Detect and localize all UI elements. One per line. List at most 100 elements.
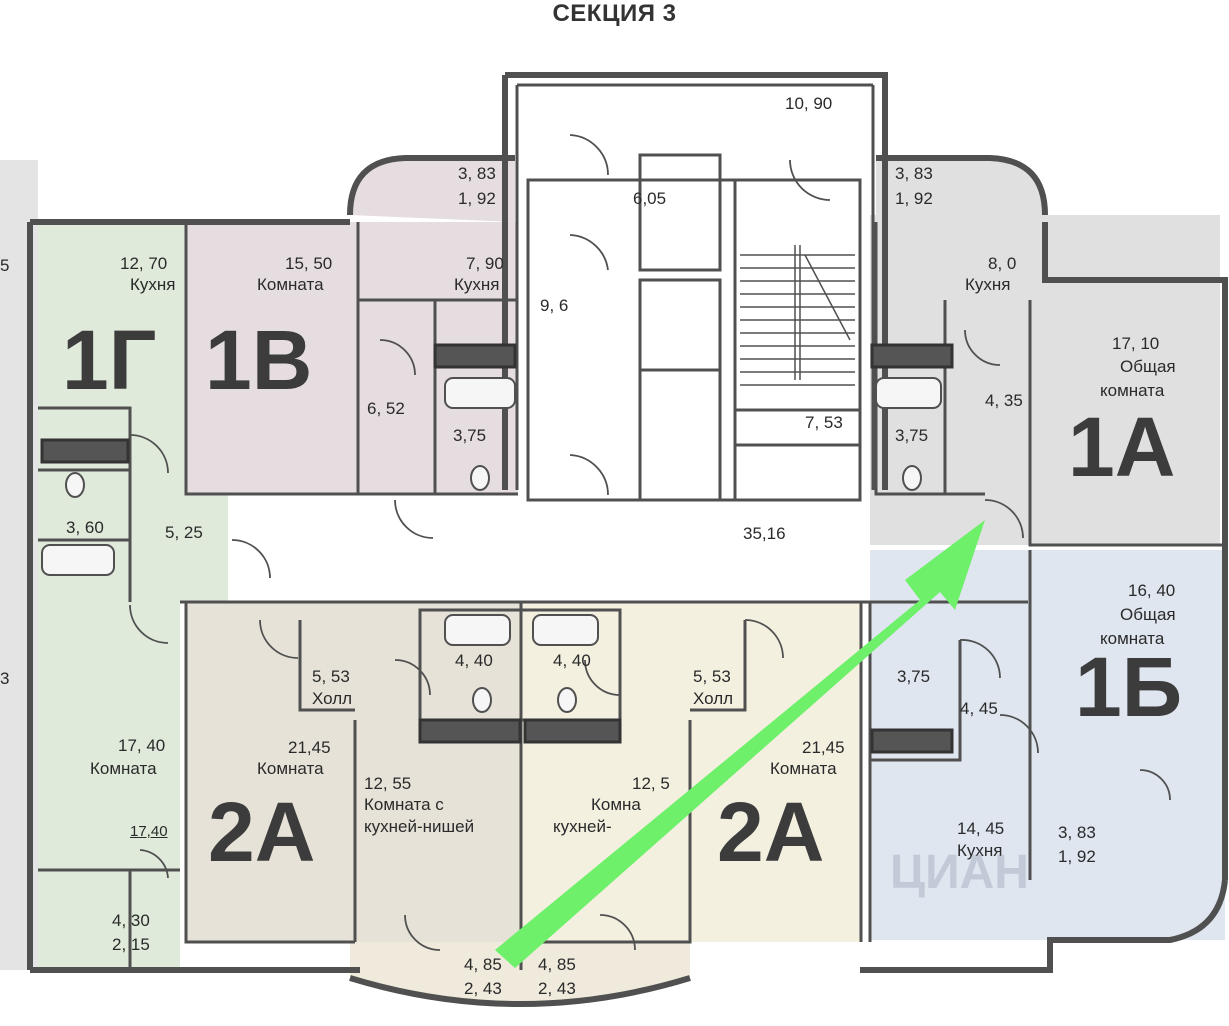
toilet-2a-right bbox=[557, 687, 577, 713]
unit-1g-lower-area bbox=[38, 600, 180, 968]
room-area: 4, 85 bbox=[538, 955, 576, 974]
unit-1a-bay-area bbox=[876, 158, 1045, 215]
room-area: 3, 83 bbox=[895, 164, 933, 183]
room-area: 16, 40 bbox=[1128, 581, 1176, 600]
room-area: 2, 15 bbox=[112, 935, 150, 954]
room-area: 12, 70 bbox=[120, 254, 168, 273]
room-area: 15, 50 bbox=[285, 254, 333, 273]
room-area-cropped: 3 bbox=[0, 669, 10, 688]
wall-bay-1b bbox=[860, 879, 1228, 973]
room-area-cropped: 5 bbox=[0, 256, 10, 275]
room-area: 3, 83 bbox=[1058, 823, 1096, 842]
wall-1b-inner bbox=[868, 550, 1032, 942]
wall-inner-balcony bbox=[515, 83, 875, 490]
door-arc-2 bbox=[569, 234, 609, 271]
room-area: 35,16 bbox=[743, 524, 786, 543]
toilet-1v bbox=[470, 465, 490, 491]
room-type: Комната bbox=[770, 759, 837, 778]
door-arc-17 bbox=[599, 914, 636, 951]
kitchen-counter-1g bbox=[40, 438, 130, 464]
unit-1b-bay-area bbox=[1045, 880, 1225, 940]
door-arc-7 bbox=[129, 434, 169, 474]
toilet-1a bbox=[902, 465, 922, 491]
door-arc-21 bbox=[964, 329, 1001, 366]
room-area: 4, 40 bbox=[455, 651, 493, 670]
wall-1v-inner bbox=[356, 222, 518, 494]
door-arc-9 bbox=[984, 499, 1024, 539]
room-area: 3, 83 bbox=[458, 164, 496, 183]
wall-bay-1a bbox=[876, 155, 1048, 216]
room-area: 5, 53 bbox=[312, 667, 350, 686]
room-area: 5, 25 bbox=[165, 523, 203, 542]
wall-2a-left-inner bbox=[184, 602, 357, 944]
room-type: Кухня bbox=[965, 275, 1011, 294]
room-area: 8, 0 bbox=[988, 254, 1017, 273]
door-arc-13 bbox=[744, 619, 784, 659]
room-area: 9, 6 bbox=[540, 296, 569, 315]
wall-outer-top-right bbox=[1042, 222, 1228, 880]
balcony-bottom-area bbox=[350, 942, 690, 1004]
door-arc-1 bbox=[569, 134, 609, 176]
wall-stair-core bbox=[526, 178, 862, 502]
wall-bay-1v bbox=[347, 155, 515, 216]
room-type: Комната с bbox=[364, 795, 444, 814]
room-area: 17, 10 bbox=[1112, 334, 1160, 353]
unit-1v-bay-area bbox=[350, 158, 515, 222]
unit-label-2a-right: 2А bbox=[717, 785, 825, 879]
room-area: 1, 92 bbox=[895, 189, 933, 208]
room-area: 4, 45 bbox=[960, 699, 998, 718]
door-arc-10 bbox=[959, 639, 1001, 679]
room-type: Комната bbox=[257, 275, 324, 294]
door-arc-3 bbox=[569, 454, 609, 496]
door-arc-11 bbox=[999, 714, 1039, 754]
bathtub-1v bbox=[444, 377, 516, 409]
room-type: Холл bbox=[693, 689, 734, 708]
wall-balcony-bottom bbox=[349, 975, 691, 1007]
room-area: 4, 85 bbox=[464, 955, 502, 974]
door-arc-4 bbox=[789, 159, 831, 201]
room-area: 17,40 bbox=[130, 823, 168, 840]
room-area: 12, 55 bbox=[364, 774, 412, 793]
unit-label-2a-left: 2А bbox=[208, 785, 316, 879]
door-arc-6 bbox=[231, 539, 271, 579]
bathtub-1g bbox=[41, 544, 115, 576]
door-arc-18 bbox=[139, 849, 169, 879]
room-type: Кухня bbox=[454, 275, 500, 294]
section-title: СЕКЦИЯ 3 bbox=[552, 0, 677, 27]
bathtub-2a-left bbox=[444, 614, 511, 646]
room-type: кухней-нишей bbox=[364, 817, 475, 836]
wall-1g-inner bbox=[38, 406, 132, 602]
unit-label-1g: 1Г bbox=[62, 313, 157, 407]
room-area: 3,75 bbox=[897, 667, 931, 686]
room-type: кухней- bbox=[553, 817, 612, 836]
room-area: 12, 5 bbox=[632, 774, 670, 793]
wall-1g-lower bbox=[38, 868, 180, 970]
room-area: 4, 35 bbox=[985, 391, 1023, 410]
room-area: 6, 52 bbox=[367, 399, 405, 418]
room-type: Кухня bbox=[130, 275, 176, 294]
room-area: 3,75 bbox=[453, 426, 487, 445]
room-area: 2, 43 bbox=[538, 979, 576, 998]
wall-1g-1v bbox=[184, 222, 518, 496]
unit-label-1a: 1А bbox=[1068, 400, 1176, 494]
room-area: 3,75 bbox=[895, 426, 929, 445]
wall-lift-shafts bbox=[638, 153, 722, 502]
room-type: Комна bbox=[591, 795, 641, 814]
wall-stair-divider bbox=[733, 180, 860, 500]
room-area: 7, 53 bbox=[805, 413, 843, 432]
kitchen-counter-1v bbox=[433, 343, 517, 369]
door-arc-8 bbox=[129, 604, 169, 644]
room-type: Общая bbox=[1120, 605, 1176, 624]
room-type: Общая bbox=[1120, 357, 1176, 376]
room-type: Кухня bbox=[957, 841, 1003, 860]
watermark: ЦИАН bbox=[890, 846, 1029, 899]
toilet-1g bbox=[65, 472, 85, 498]
room-type: Комната bbox=[90, 759, 157, 778]
room-area: 6,05 bbox=[633, 189, 667, 208]
unit-label-1v: 1В bbox=[205, 313, 313, 407]
room-area: 10, 90 bbox=[785, 94, 833, 113]
door-arc-15 bbox=[584, 659, 621, 696]
wall-1a-inner bbox=[874, 222, 1225, 547]
unit-label-1b: 1Б bbox=[1075, 640, 1183, 734]
